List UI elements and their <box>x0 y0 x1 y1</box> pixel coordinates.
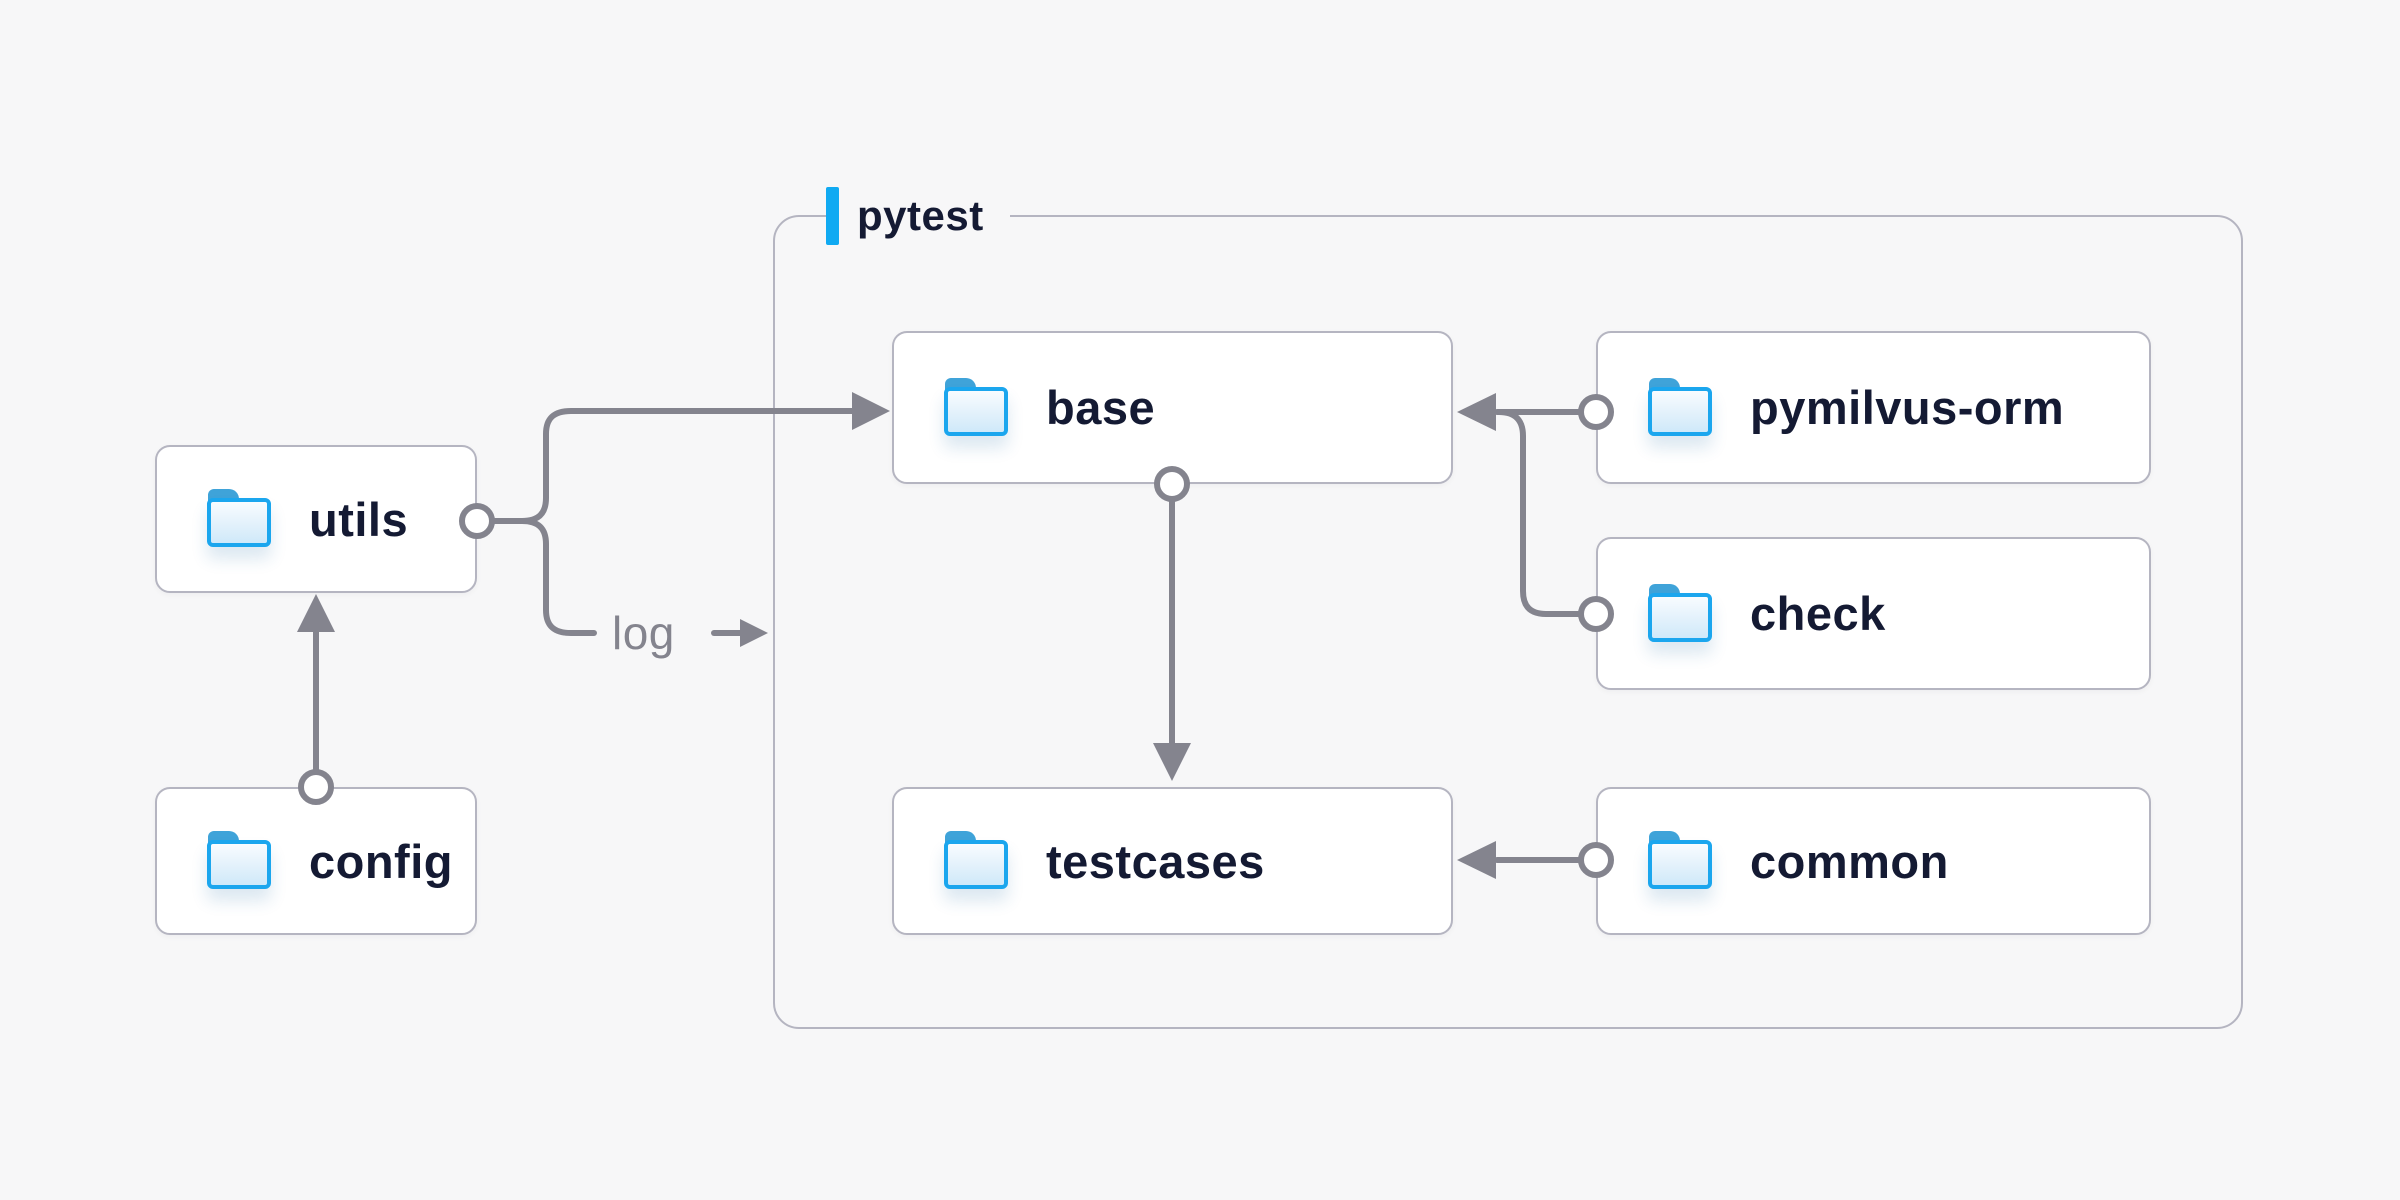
node-check: check <box>1596 537 2151 690</box>
folder-icon <box>1648 583 1714 644</box>
node-pymilvus-orm: pymilvus-orm <box>1596 331 2151 484</box>
folder-body <box>944 840 1008 889</box>
node-label-utils: utils <box>309 492 409 546</box>
folder-icon <box>944 377 1010 438</box>
node-label-config: config <box>309 834 453 888</box>
folder-body <box>1648 840 1712 889</box>
folder-icon <box>944 831 1010 891</box>
node-common: common <box>1596 787 2151 935</box>
folder-icon <box>1648 377 1714 438</box>
node-label-base: base <box>1046 381 1156 434</box>
accent-bar-icon <box>826 187 839 245</box>
folder-body <box>207 498 271 547</box>
folder-body <box>944 386 1008 436</box>
folder-body <box>1648 386 1712 436</box>
node-base: base <box>892 331 1453 484</box>
node-label-check: check <box>1750 587 1886 640</box>
group-pytest-label: pytest <box>826 185 1010 247</box>
node-label-testcases: testcases <box>1046 834 1265 888</box>
folder-body <box>207 840 271 889</box>
edge-config-utils <box>297 594 335 805</box>
node-testcases: testcases <box>892 787 1453 935</box>
node-config: config <box>155 787 477 935</box>
group-title: pytest <box>857 192 984 239</box>
node-label-pymilvus-orm: pymilvus-orm <box>1750 381 2065 434</box>
folder-icon <box>1648 831 1714 891</box>
node-utils: utils <box>155 445 477 593</box>
group-pytest <box>773 215 2243 1029</box>
node-label-common: common <box>1750 834 1949 888</box>
folder-body <box>1648 592 1712 642</box>
folder-icon <box>207 489 273 549</box>
folder-icon <box>207 831 273 891</box>
edge-label-log: log <box>612 607 675 659</box>
